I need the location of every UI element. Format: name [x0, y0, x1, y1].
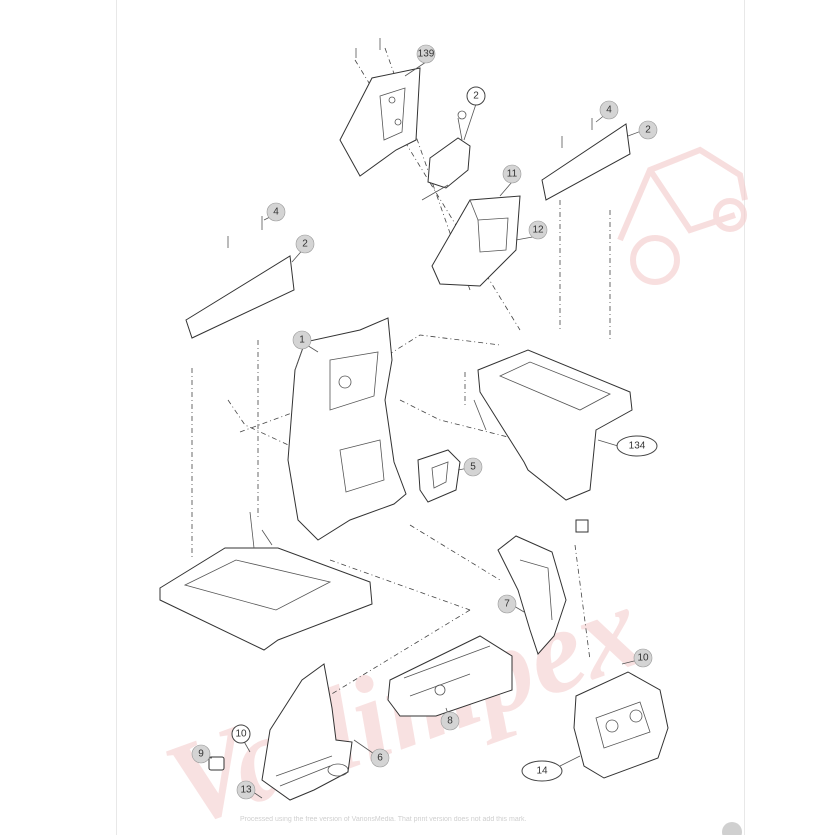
callout-2-left: 2 — [295, 234, 315, 254]
svg-text:9: 9 — [198, 749, 204, 760]
svg-text:11: 11 — [507, 169, 518, 180]
callout-7: 7 — [497, 594, 517, 614]
svg-text:2: 2 — [473, 91, 479, 102]
svg-text:5: 5 — [470, 462, 476, 473]
part-2-plate-right — [541, 123, 631, 201]
corner-marker — [722, 822, 742, 835]
part-13-console — [431, 195, 521, 287]
callout-139: 134 — [616, 435, 658, 457]
part-2-switch — [421, 110, 471, 201]
callout-5: 5 — [463, 457, 483, 477]
page-border-right — [744, 0, 745, 835]
callout-9: 9 — [191, 744, 211, 764]
callout-8: 8 — [440, 711, 460, 731]
callout-2-switch: 2 — [466, 86, 486, 106]
small-cap — [575, 519, 589, 533]
svg-text:10: 10 — [235, 729, 247, 740]
svg-text:8: 8 — [447, 716, 453, 727]
svg-text:139: 139 — [418, 49, 435, 60]
svg-text:1: 1 — [299, 335, 305, 346]
chassis-frame-right — [473, 349, 633, 501]
part-134-instrument-cluster — [573, 671, 669, 779]
part-8-rail-assembly — [387, 635, 513, 717]
part-12-bracket — [339, 67, 421, 177]
callout-11: 13 — [236, 780, 256, 800]
part-9-clip — [208, 756, 225, 771]
callout-4-right: 4 — [599, 100, 619, 120]
svg-text:2: 2 — [645, 125, 651, 136]
callout-2-right: 2 — [638, 120, 658, 140]
callout-13: 11 — [502, 164, 522, 184]
tractor-watermark-icon — [617, 146, 748, 285]
svg-text:13: 13 — [240, 785, 252, 796]
part-6-fender — [261, 663, 353, 801]
svg-text:6: 6 — [377, 753, 383, 764]
callout-14: 12 — [528, 220, 548, 240]
fasteners — [227, 38, 593, 248]
svg-text:4: 4 — [606, 105, 612, 116]
callout-4-left: 4 — [266, 202, 286, 222]
part-5-handle — [417, 449, 461, 503]
svg-text:7: 7 — [504, 599, 510, 610]
callout-12: 139 — [416, 44, 436, 64]
base-frame-left — [159, 511, 373, 651]
callout-1: 1 — [292, 330, 312, 350]
callout-10-left: 10 — [231, 724, 251, 744]
part-7-side-panel — [497, 535, 567, 655]
svg-text:10: 10 — [637, 653, 649, 664]
part-2-plate-left — [185, 255, 295, 339]
svg-text:134: 134 — [629, 441, 646, 452]
callout-134: 14 — [521, 760, 563, 782]
page-border-left — [116, 0, 117, 835]
svg-text:14: 14 — [536, 766, 548, 777]
callout-6: 6 — [370, 748, 390, 768]
footer-notice: Processed using the free version of Vari… — [240, 816, 527, 823]
svg-text:12: 12 — [532, 225, 544, 236]
svg-text:2: 2 — [302, 239, 308, 250]
part-1-main-tower — [287, 317, 407, 541]
callout-10-right: 10 — [633, 648, 653, 668]
svg-text:4: 4 — [273, 207, 279, 218]
callouts: 139 2 11 12 4 2 — [191, 44, 658, 800]
